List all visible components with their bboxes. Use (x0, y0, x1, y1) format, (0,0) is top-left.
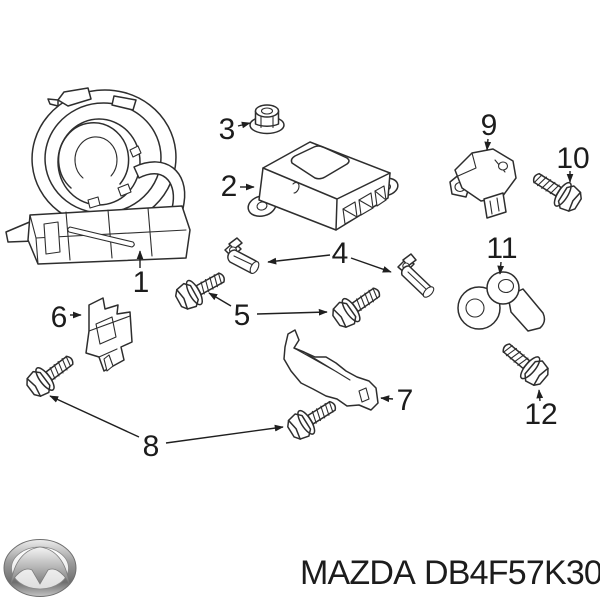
callout-8-arrow-left (49, 395, 140, 438)
callout-7-label: 7 (397, 384, 414, 417)
callout-6-label: 6 (51, 301, 68, 334)
callout-11-label: 11 (486, 232, 517, 265)
callout-4-arrow-left (267, 254, 331, 265)
callouts: 1 2 3 4 5 6 7 8 (49, 109, 590, 463)
callout-11: 11 (486, 232, 518, 275)
callout-12: 12 (524, 389, 558, 431)
part-7-bracket-drawing (283, 329, 379, 411)
callout-5-arrow-right (256, 308, 328, 316)
callout-6: 6 (51, 301, 82, 334)
callout-8-arrow-right (165, 424, 284, 444)
brand-text: MAZDA (300, 554, 416, 592)
callout-12-label: 12 (524, 398, 557, 431)
callout-4-label: 4 (332, 237, 349, 270)
callout-10-label: 10 (556, 142, 589, 175)
callout-9: 9 (481, 109, 498, 151)
callout-5-arrow-left (208, 292, 232, 307)
part-11-sensor-drawing (457, 271, 546, 332)
callout-10: 10 (556, 142, 590, 183)
callout-1-label: 1 (133, 266, 150, 299)
callout-3: 3 (219, 113, 251, 146)
callout-3-label: 3 (219, 113, 236, 146)
callout-3-arrow (237, 121, 251, 129)
part-4-sensor-left-drawing (224, 237, 260, 275)
callout-12-arrow (536, 389, 544, 402)
part-4-sensor-right-drawing (397, 253, 435, 298)
callout-7-arrow (380, 395, 394, 403)
callout-8-label: 8 (143, 430, 160, 463)
callout-9-arrow (484, 138, 492, 151)
part-number-text: DB4F57K30 (424, 554, 600, 592)
callout-1: 1 (133, 250, 150, 299)
callout-4: 4 (267, 237, 392, 273)
callout-7: 7 (380, 384, 414, 417)
part-3-nut-drawing (249, 104, 285, 135)
callout-11-arrow (497, 261, 505, 275)
callout-2: 2 (221, 170, 255, 203)
part-1-clock-spring-drawing (5, 87, 191, 265)
part-9-sensor-drawing (449, 148, 517, 219)
callout-2-label: 2 (221, 170, 238, 203)
callout-9-label: 9 (481, 109, 498, 142)
callout-8: 8 (49, 395, 284, 463)
mazda-logo-icon (3, 539, 77, 597)
callout-5-label: 5 (234, 299, 251, 332)
callout-5: 5 (208, 292, 328, 332)
callout-4-arrow-right (350, 257, 392, 273)
part-6-bracket-drawing (85, 297, 133, 372)
part-2-control-module-drawing (247, 141, 399, 231)
